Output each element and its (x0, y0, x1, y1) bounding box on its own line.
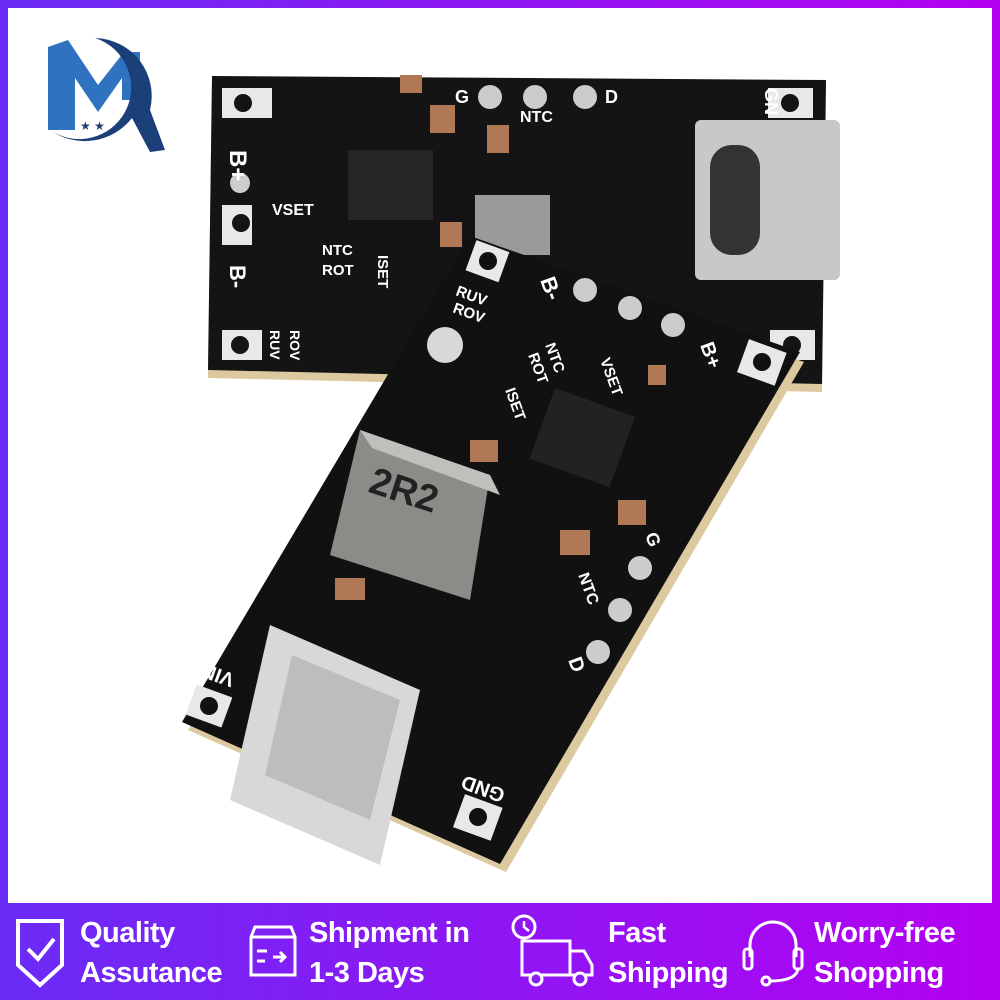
label-d: D (605, 87, 618, 107)
label-g: G (641, 530, 665, 550)
feature-line2: Shipping (608, 957, 729, 989)
label-rov: ROV (287, 330, 303, 361)
svg-text:★ ★: ★ ★ (80, 119, 105, 133)
label-b-minus: B- (225, 265, 250, 288)
feature-line2: Shopping (814, 957, 944, 989)
label-b-plus: B+ (224, 150, 251, 181)
feature-line2: 1-3 Days (309, 957, 425, 989)
label-ruv: RUV (267, 330, 283, 360)
front-pcb-board: 2R2 RUV ROV B- VSET NTC ROT ISET B+ G NT… (182, 236, 804, 872)
label-iset: ISET (374, 255, 391, 288)
product-photo: ★ ★ B+ G NTC D GN VSET NTC ROT ISET B- R… (8, 8, 992, 903)
headset-icon (742, 920, 804, 987)
delivery-truck-clock-icon (511, 914, 594, 987)
label-rot: ROT (322, 262, 354, 279)
inductor: 2R2 (330, 430, 500, 600)
brand-logo: ★ ★ (48, 38, 165, 152)
label-vset: VSET (272, 202, 314, 219)
box-arrow-icon (249, 925, 297, 977)
label-ntc-2: NTC (322, 242, 353, 259)
feature-line1: Fast (608, 917, 666, 949)
label-ntc: NTC (520, 109, 553, 126)
feature-shipment: Shipment in 1-3 Days (245, 913, 470, 993)
feature-line1: Shipment in (309, 917, 470, 949)
label-d: D (563, 654, 589, 675)
usb-c-connector (230, 625, 420, 865)
feature-line1: Quality (80, 917, 175, 949)
shield-check-icon (16, 919, 64, 988)
label-gnd: GN (761, 88, 781, 115)
feature-line2: Assutance (80, 957, 223, 989)
feature-line1: Worry-free (814, 917, 956, 949)
label-g: G (455, 87, 469, 107)
